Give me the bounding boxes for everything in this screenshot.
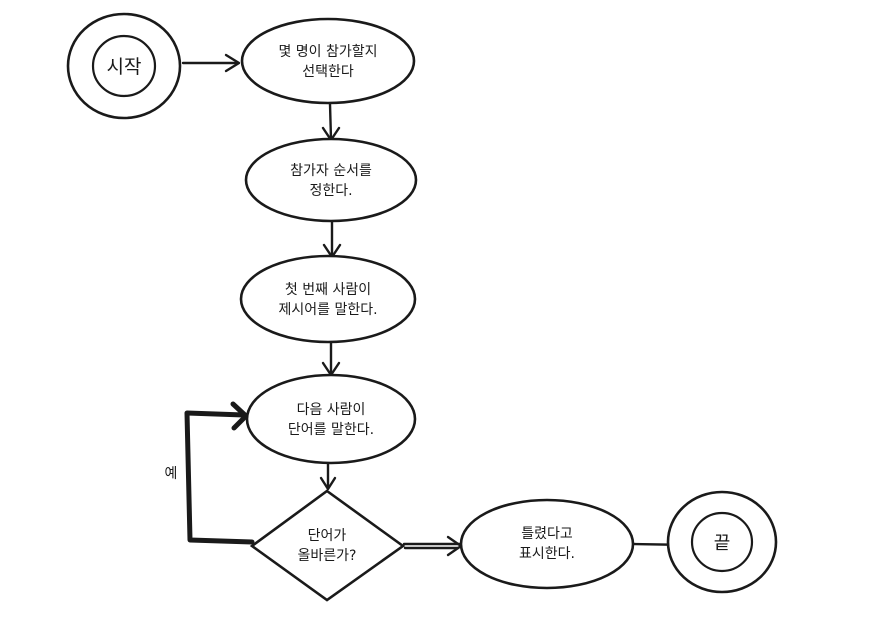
decision-line-1: 단어가 bbox=[308, 528, 347, 544]
step-2-node[interactable]: 참가자 순서를 정한다. bbox=[244, 137, 418, 223]
start-node[interactable]: 시작 bbox=[66, 12, 182, 120]
arrow-step3-to-step4 bbox=[321, 341, 341, 377]
step-4-line-1: 다음 사람이 bbox=[297, 402, 366, 418]
decision-node[interactable]: 단어가 올바른가? bbox=[249, 489, 406, 602]
step-3-line-1: 첫 번째 사람이 bbox=[285, 282, 371, 298]
loop-yes-label: 예 bbox=[165, 466, 178, 482]
arrow-decision-to-fail bbox=[402, 535, 463, 557]
step-4-node[interactable]: 다음 사람이 단어를 말한다. bbox=[245, 373, 417, 465]
step-2-line-1: 참가자 순서를 bbox=[290, 163, 372, 179]
end-label: 끝 bbox=[714, 533, 731, 554]
fail-step-line-2: 표시한다. bbox=[519, 546, 575, 562]
step-3-node[interactable]: 첫 번째 사람이 제시어를 말한다. bbox=[239, 254, 417, 344]
fail-step-node[interactable]: 틀렸다고 표시한다. bbox=[459, 498, 635, 590]
step-1-line-2: 선택한다 bbox=[302, 64, 354, 80]
step-4-line-2: 단어를 말한다. bbox=[288, 422, 374, 438]
step-1-node[interactable]: 몇 명이 참가할지 선택한다 bbox=[240, 17, 416, 105]
arrow-step1-to-step2 bbox=[321, 102, 341, 142]
fail-step-line-1: 틀렸다고 bbox=[521, 526, 573, 542]
arrow-start-to-step1 bbox=[181, 53, 241, 73]
step-3-line-2: 제시어를 말한다. bbox=[278, 302, 377, 318]
arrow-step2-to-step3 bbox=[322, 220, 342, 259]
step-1-line-1: 몇 명이 참가할지 bbox=[278, 44, 377, 60]
end-node[interactable]: 끝 bbox=[666, 490, 778, 594]
start-label: 시작 bbox=[107, 56, 142, 78]
arrow-loop-yes bbox=[184, 401, 255, 545]
decision-line-2: 올바른가? bbox=[298, 548, 357, 564]
step-2-line-2: 정한다. bbox=[309, 183, 352, 199]
arrow-step4-to-decision bbox=[319, 462, 337, 491]
